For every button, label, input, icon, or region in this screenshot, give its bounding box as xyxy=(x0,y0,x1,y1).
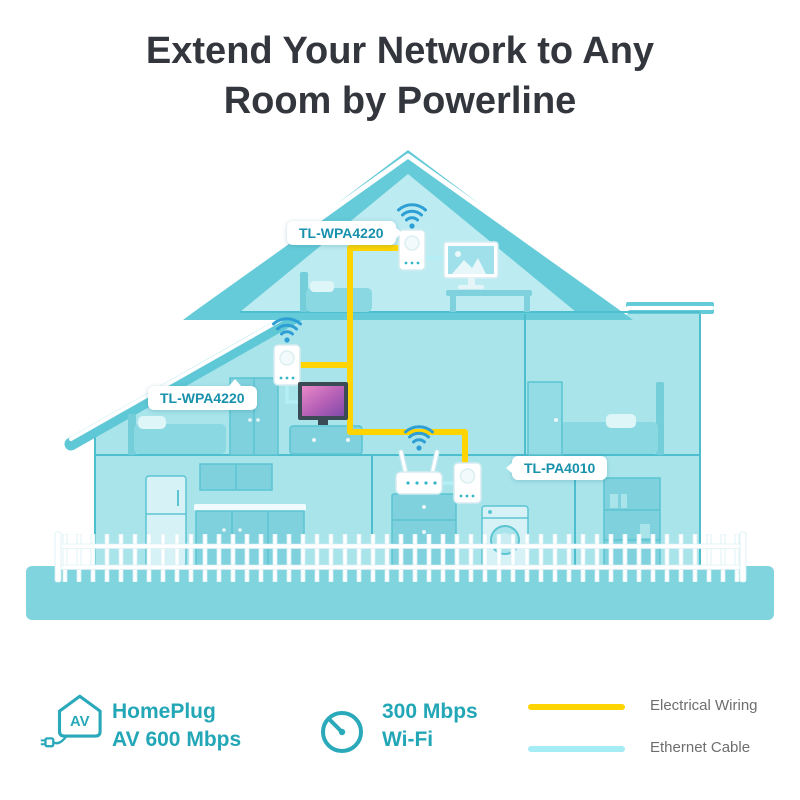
page-title: Extend Your Network to Any Room by Power… xyxy=(0,26,800,126)
attic-desk xyxy=(446,290,532,312)
bedroom-left-bed xyxy=(128,414,226,455)
door xyxy=(527,381,563,456)
kitchen-upper-cabinet xyxy=(199,463,273,491)
device-label-second-floor-text: TL-WPA4220 xyxy=(160,390,245,406)
tv-cabinet xyxy=(289,425,363,455)
wifi-signal-icon-attic xyxy=(397,203,427,229)
device-label-second-floor: TL-WPA4220 xyxy=(148,379,257,410)
device-label-ground: TL-PA4010 xyxy=(505,456,608,480)
legend-homeplug-line2: AV 600 Mbps xyxy=(112,727,242,751)
legend-wifi-text: 300 Mbps Wi-Fi xyxy=(382,698,478,754)
speedometer-icon xyxy=(321,711,363,753)
plug-cord xyxy=(52,734,68,745)
legend-wifi-line2: Wi-Fi xyxy=(382,727,434,751)
ground-floor-powerline-adapter xyxy=(453,462,482,504)
homeplug-av-icon-text: AV xyxy=(70,714,90,730)
wifi-signal-icon-ground xyxy=(404,425,434,451)
house-cross-section xyxy=(0,130,800,650)
tv xyxy=(298,382,348,425)
attic-powerline-extender xyxy=(398,229,426,271)
device-label-ground-text: TL-PA4010 xyxy=(524,460,596,476)
electrical-wiring-line xyxy=(300,245,468,463)
homeplug-av-icon: AV xyxy=(40,694,102,748)
ethernet-cable-label: Ethernet Cable xyxy=(650,739,751,756)
legend-homeplug-line1: HomePlug xyxy=(112,700,216,723)
legend-wifi-line1: 300 Mbps xyxy=(382,700,478,723)
electrical-wiring-swatch xyxy=(528,704,625,710)
attic-monitor xyxy=(443,241,499,289)
house-illustration xyxy=(26,150,774,620)
page-title-line2: Room by Powerline xyxy=(223,80,577,123)
legend-homeplug-text: HomePlug AV 600 Mbps xyxy=(112,698,241,754)
attic-bed xyxy=(300,272,372,312)
wifi-signal-icon-second-floor xyxy=(272,317,302,343)
fence xyxy=(54,531,747,583)
bedroom-right-bed xyxy=(560,382,664,455)
second-floor-powerline-extender xyxy=(273,344,301,386)
device-label-attic-text: TL-WPA4220 xyxy=(299,225,384,241)
left-roof xyxy=(64,300,319,451)
plug-icon xyxy=(40,737,55,748)
ethernet-cable-swatch xyxy=(528,746,625,752)
router xyxy=(395,449,443,495)
device-label-attic: TL-WPA4220 xyxy=(287,221,402,245)
page-title-line1: Extend Your Network to Any xyxy=(145,30,655,72)
electrical-wiring-label: Electrical Wiring xyxy=(650,697,758,714)
